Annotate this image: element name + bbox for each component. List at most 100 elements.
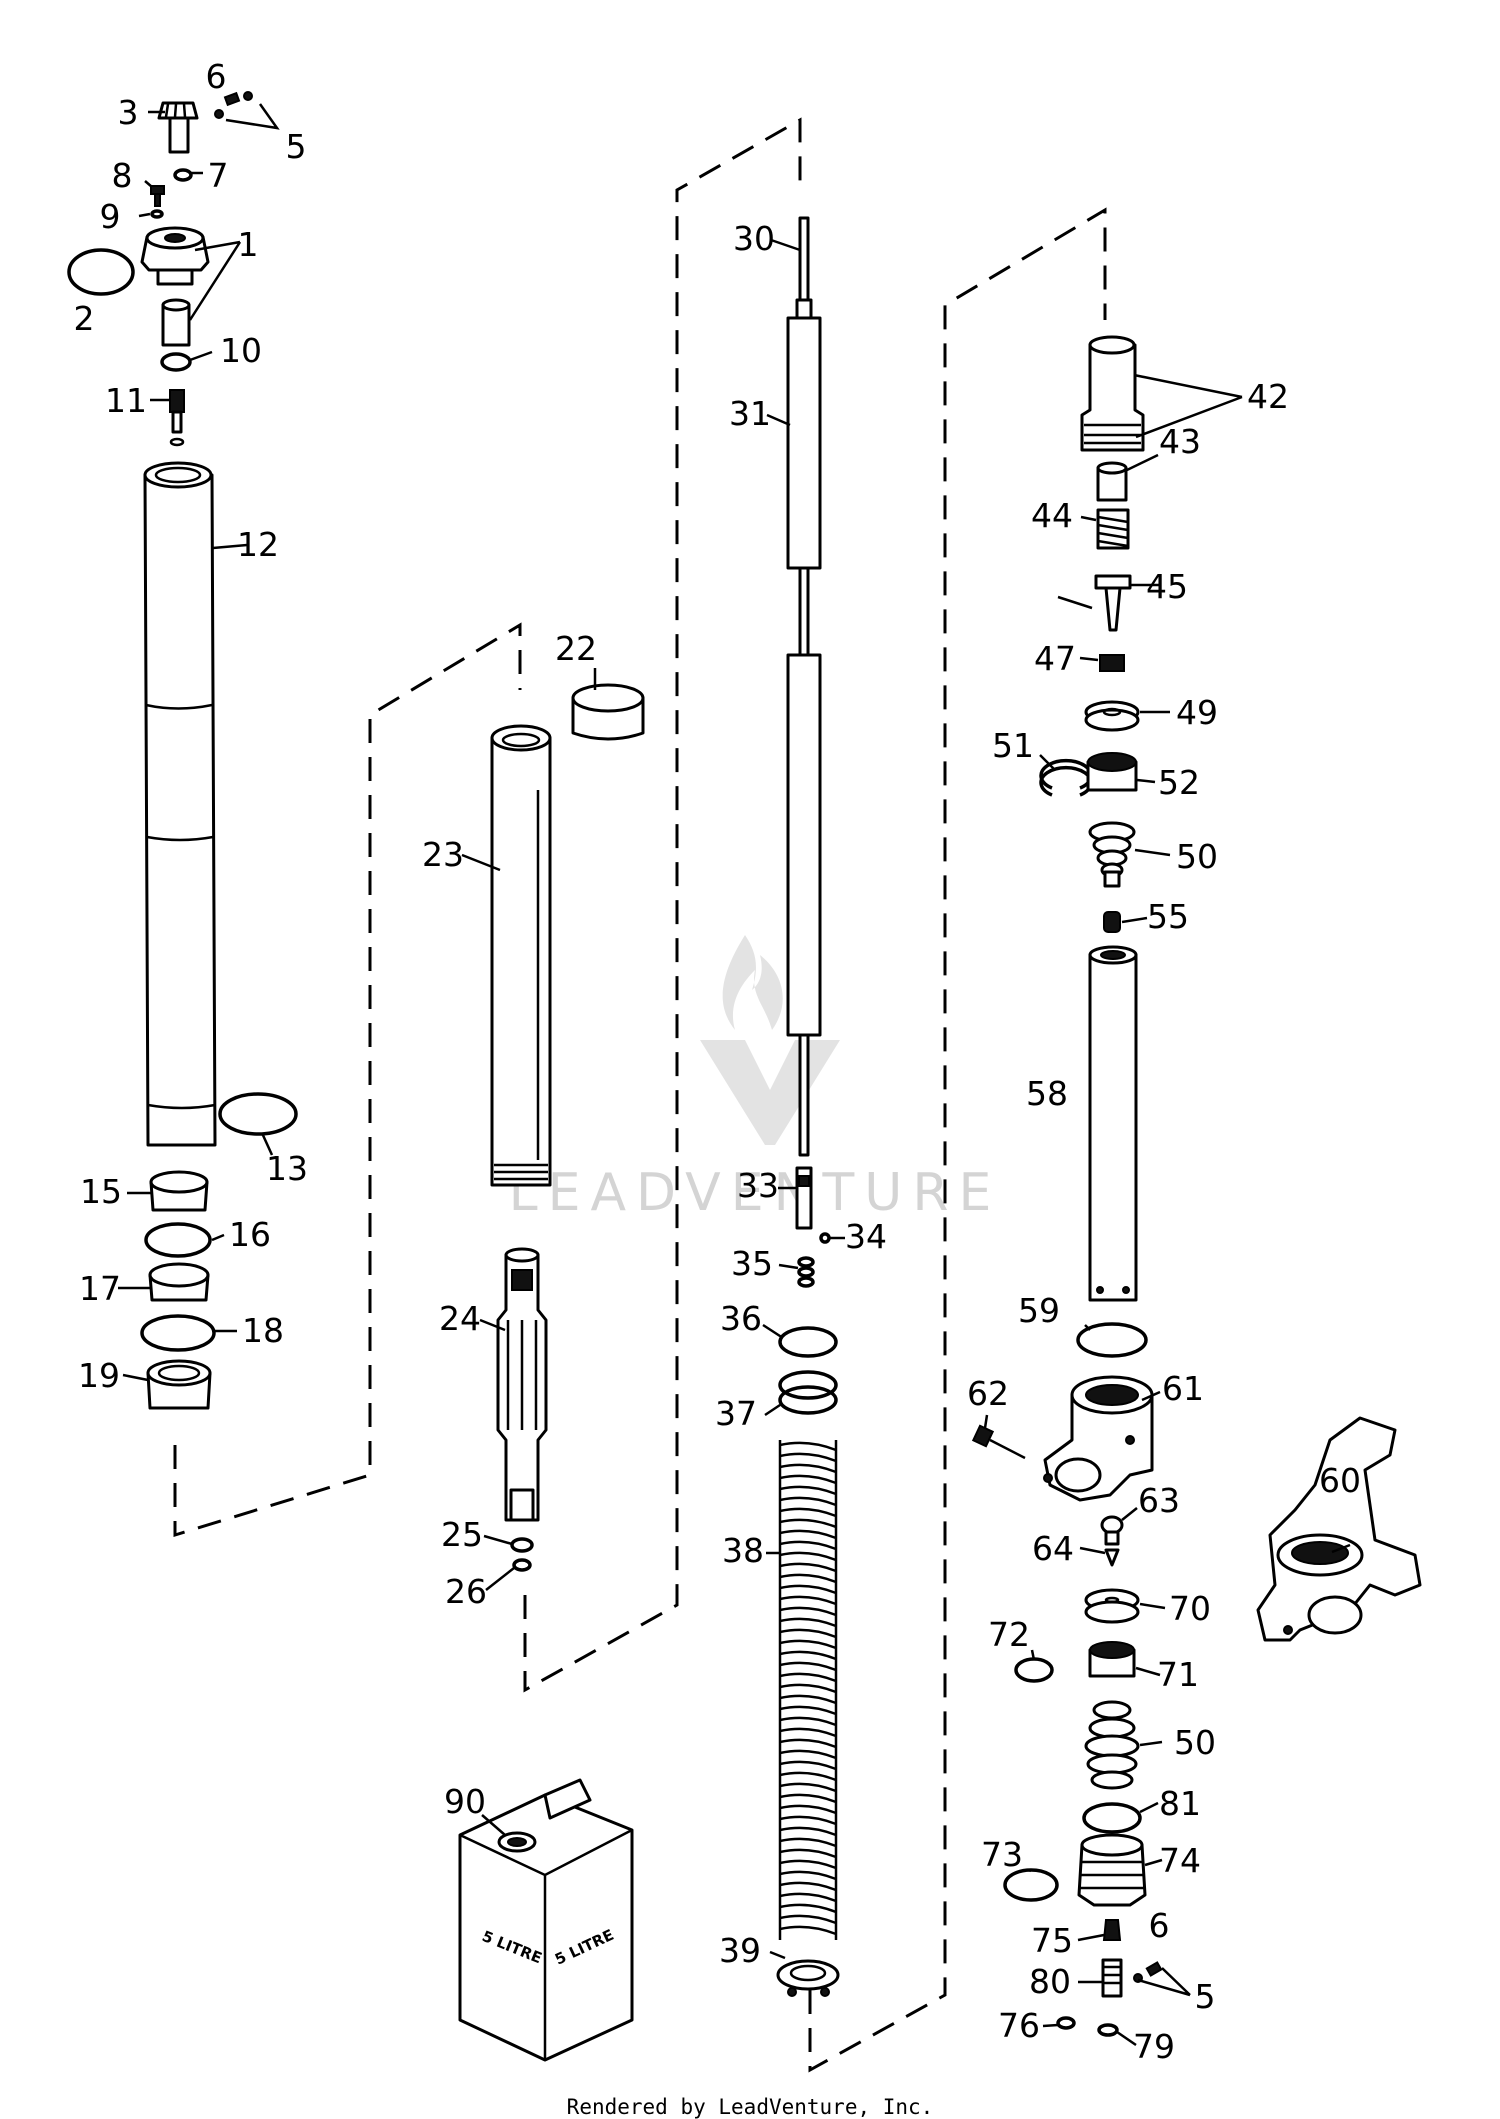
spring-coil — [779, 1562, 837, 1573]
watermark: LEADVENTURE — [509, 935, 991, 1223]
spring-coil — [779, 1628, 837, 1639]
part-clip-13 — [218, 1092, 298, 1136]
callout-25: 25 — [441, 1515, 483, 1554]
leader-lines — [118, 103, 1351, 2047]
part-screw-63 — [1100, 1515, 1124, 1546]
callout-10: 10 — [220, 331, 262, 370]
callout-1: 1 — [238, 225, 259, 264]
spring-coil — [779, 1573, 837, 1584]
spring-coil — [779, 1870, 837, 1881]
part-o-ring-76 — [1056, 2016, 1076, 2030]
part-shim-70 — [1084, 1588, 1140, 1624]
callout-50-top: 50 — [1176, 837, 1218, 876]
callout-49: 49 — [1176, 693, 1218, 732]
part-o-ring-81 — [1082, 1802, 1142, 1834]
spring-coil — [779, 1815, 837, 1826]
callout-31: 31 — [729, 394, 771, 433]
spring-coil — [779, 1804, 837, 1815]
spring-coil — [779, 1848, 837, 1859]
callout-5-bottom: 5 — [1195, 1977, 1216, 2016]
spring-coil — [779, 1925, 837, 1936]
spring-coil — [779, 1452, 837, 1463]
spring-coil — [779, 1584, 837, 1595]
callout-45: 45 — [1146, 567, 1188, 606]
callout-75: 75 — [1031, 1921, 1073, 1960]
callout-72: 72 — [988, 1615, 1030, 1654]
part-adjuster-80 — [1101, 1958, 1123, 1998]
part-top-cap — [140, 226, 210, 347]
part-o-ring-10 — [160, 352, 192, 372]
spring-coil — [779, 1485, 837, 1496]
part-bolt-62 — [971, 1424, 1026, 1460]
part-shim-stack-50-top — [1088, 821, 1136, 888]
callout-17: 17 — [79, 1269, 121, 1308]
part-o-ring-72 — [1014, 1657, 1054, 1683]
part-spring-retainer-39 — [776, 1959, 840, 1997]
spring-coil — [779, 1551, 837, 1562]
part-base-valve-74 — [1077, 1833, 1147, 1907]
part-screw-8 — [150, 185, 165, 207]
callout-63: 63 — [1138, 1481, 1180, 1520]
part-piston-rod-24 — [496, 1247, 548, 1522]
callout-74: 74 — [1159, 1841, 1201, 1880]
part-ring-16 — [144, 1222, 212, 1258]
callout-42: 42 — [1247, 377, 1289, 416]
callout-47: 47 — [1034, 639, 1076, 678]
callout-6-bottom: 6 — [1149, 1906, 1170, 1945]
part-seal-19 — [146, 1359, 212, 1410]
callout-39: 39 — [719, 1931, 761, 1970]
part-shim-49 — [1084, 700, 1140, 732]
callout-43: 43 — [1159, 422, 1201, 461]
spring-coil — [779, 1672, 837, 1683]
rod-spring-assembly — [776, 216, 840, 1997]
callout-62: 62 — [967, 1374, 1009, 1413]
part-bushing-22 — [571, 683, 645, 741]
callout-70: 70 — [1169, 1589, 1211, 1628]
callout-19: 19 — [78, 1356, 120, 1395]
part-nut-47 — [1099, 654, 1125, 672]
spring-coil — [779, 1474, 837, 1485]
callout-81: 81 — [1159, 1784, 1201, 1823]
part-ball-34 — [819, 1232, 831, 1244]
part-sleeve-43 — [1096, 461, 1128, 502]
callout-16: 16 — [229, 1215, 271, 1254]
part-tube-31 — [786, 316, 822, 1157]
footer-credit: Rendered by LeadVenture, Inc. — [566, 2095, 934, 2119]
spring-coil — [779, 1650, 837, 1661]
callout-30: 30 — [733, 219, 775, 258]
callout-35: 35 — [731, 1244, 773, 1283]
part-small-ball-pin-bottom — [1133, 1961, 1163, 1983]
callout-51: 51 — [992, 726, 1034, 765]
part-o-ring-59 — [1076, 1322, 1148, 1358]
spring-coil — [779, 1782, 837, 1793]
spring-coil — [779, 1771, 837, 1782]
callout-73: 73 — [981, 1835, 1023, 1874]
callout-3: 3 — [118, 93, 139, 132]
spring-coil — [779, 1837, 837, 1848]
part-washer-64 — [1104, 1548, 1120, 1567]
part-ring-26 — [512, 1558, 532, 1572]
part-bushing-15 — [149, 1170, 209, 1212]
part-small-ball-pin — [214, 91, 253, 119]
callout-5: 5 — [286, 127, 307, 166]
part-washer-9 — [150, 209, 164, 219]
part-cartridge-tube-58 — [1088, 945, 1138, 1302]
spring-coil — [779, 1694, 837, 1705]
callout-numbers: 3 6 5 7 8 9 1 2 10 11 12 13 15 16 17 18 … — [74, 57, 1362, 2066]
callout-36: 36 — [720, 1299, 762, 1338]
part-o-ring-7 — [173, 168, 193, 182]
spring-coil — [779, 1639, 837, 1650]
part-bushing-17 — [148, 1262, 210, 1302]
spring-coil — [779, 1595, 837, 1606]
spring-coil — [779, 1738, 837, 1749]
callout-50-bottom: 50 — [1174, 1723, 1216, 1762]
part-needle-75 — [1102, 1919, 1122, 1941]
spring-coil — [779, 1716, 837, 1727]
callout-38: 38 — [722, 1531, 764, 1570]
spring-coil — [779, 1793, 837, 1804]
callout-18: 18 — [242, 1311, 284, 1350]
callout-6: 6 — [206, 57, 227, 96]
callout-22: 22 — [555, 629, 597, 668]
spring-coil — [779, 1914, 837, 1925]
